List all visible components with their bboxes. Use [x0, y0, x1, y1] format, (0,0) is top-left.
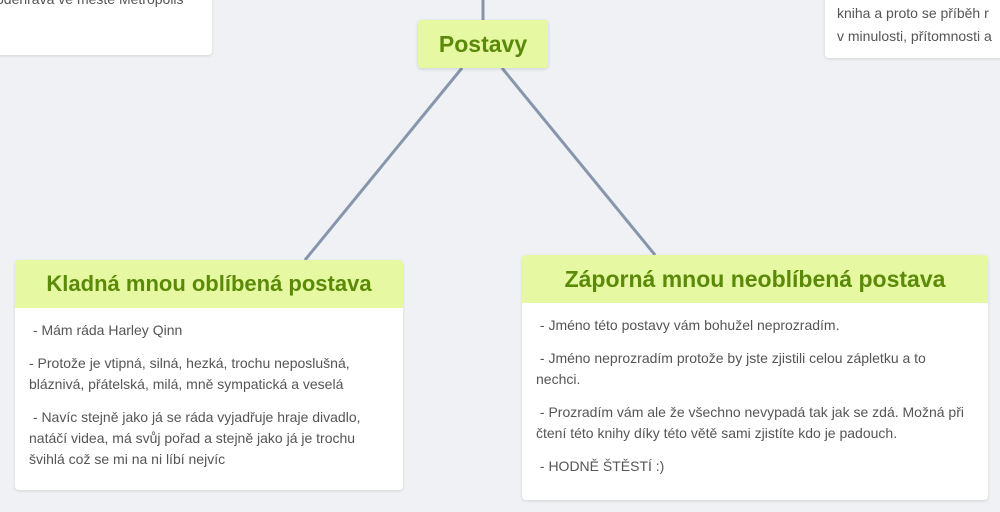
- node-paragraph: - Protože je vtipná, silná, hezká, troch…: [29, 355, 350, 392]
- node-text-line: kniha a proto se příběh r: [837, 5, 989, 21]
- top-left-node[interactable]: odehrává ve městě Metropolis: [0, 0, 212, 55]
- node-title: Záporná mnou neoblíbená postava: [522, 255, 988, 303]
- node-text-line: v minulosti, přítomnosti a: [837, 28, 992, 44]
- node-paragraph: - Prozradím vám ale že všechno nevypadá …: [536, 404, 968, 441]
- connector-left: [303, 67, 464, 261]
- node-paragraph: - Navíc stejně jako já se ráda vyjadřuje…: [29, 409, 365, 467]
- node-paragraph: - HODNĚ ŠTĚSTÍ :): [536, 458, 665, 474]
- connector-right: [500, 67, 657, 256]
- node-paragraph: - Mám ráda Harley Qinn: [29, 322, 183, 338]
- node-paragraph: - Jméno neprozradím protože by jste zjis…: [536, 350, 930, 387]
- node-negative-character[interactable]: Záporná mnou neoblíbená postava - Jméno …: [522, 255, 988, 500]
- node-positive-character[interactable]: Kladná mnou oblíbená postava - Mám ráda …: [15, 260, 403, 490]
- node-paragraph: - Jméno této postavy vám bohužel neprozr…: [536, 317, 840, 333]
- root-node-postavy[interactable]: Postavy: [418, 20, 548, 68]
- top-right-node[interactable]: kniha a proto se příběh r v minulosti, p…: [825, 0, 1000, 58]
- node-title: Kladná mnou oblíbená postava: [15, 260, 403, 308]
- node-text: odehrává ve městě Metropolis: [0, 0, 212, 11]
